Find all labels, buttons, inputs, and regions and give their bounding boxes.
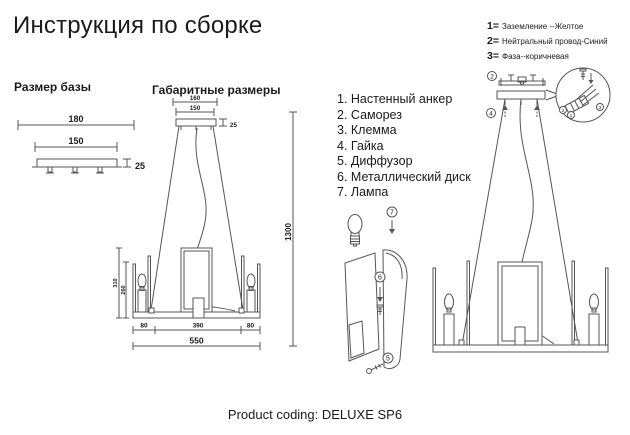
dim-label-25: 25 — [135, 161, 145, 171]
callout-wire1-number: 1 — [570, 113, 573, 119]
dimension-1300: 1300 — [284, 112, 297, 346]
part-item-nut: 4. Гайка — [337, 138, 384, 153]
legend-label: Заземление --Желтое — [501, 22, 584, 31]
dim-label-25: 25 — [230, 122, 237, 129]
part-item-diffuser: 5. Диффузор — [337, 154, 413, 168]
callout-wire2: 2 — [560, 107, 567, 114]
dim-label-260: 260 — [121, 285, 127, 294]
dim-label-150: 150 — [190, 105, 201, 112]
overall-dimensions-drawing: 160 150 25 310 260 — [113, 95, 305, 360]
diffuser-exploded-drawing: 7 6 5 — [333, 203, 425, 388]
callout-diffuser: 5 — [367, 353, 394, 374]
callout-screw-number: 2 — [490, 74, 494, 81]
part-item-lamp: 7. Лампа — [337, 185, 389, 199]
center-post — [193, 298, 204, 318]
callout-clamp: 3 — [597, 104, 604, 111]
bulb-icon — [348, 215, 362, 247]
callout-clamp-number: 3 — [599, 105, 602, 111]
overall-size-heading: Габаритные размеры — [152, 83, 281, 97]
legend-row-neutral: 2= Нейтральный провод-Синий — [487, 35, 629, 47]
part-item-anchor: 1. Настенный анкер — [337, 92, 453, 106]
assembled-lamp-drawing: 2 4 2 1 3 — [425, 55, 630, 370]
metal-disk-panels — [345, 250, 407, 369]
lamp-frame — [433, 261, 608, 352]
dimension-canopy-25: 25 — [219, 119, 237, 129]
base-size-drawing: 180 150 25 — [12, 114, 145, 191]
wiring-detail-balloon: 2 1 3 — [546, 68, 610, 122]
candle-lamp-left — [138, 274, 146, 312]
mounting-bracket — [499, 75, 545, 86]
center-post — [515, 327, 525, 345]
dimension-25: 25 — [123, 159, 145, 171]
candle-lamp-right — [247, 274, 255, 312]
base-size-heading: Размер базы — [14, 80, 91, 94]
dim-label-180: 180 — [68, 114, 83, 124]
dim-label-310: 310 — [113, 278, 119, 287]
dimension-180: 180 — [18, 114, 134, 130]
dim-label-1300: 1300 — [284, 223, 293, 241]
lamp-frame — [133, 248, 260, 318]
dim-label-160: 160 — [190, 95, 201, 102]
callout-disk: 6 — [375, 272, 385, 315]
callout-lamp-number: 7 — [390, 210, 394, 217]
callout-nut-number: 4 — [489, 111, 493, 118]
part-item-disk: 6. Металлический диск — [337, 169, 471, 184]
dim-label-550: 550 — [189, 336, 203, 346]
dimension-body-heights: 310 260 — [113, 248, 129, 318]
legend-num: 2= — [487, 35, 499, 47]
dim-label-80-left: 80 — [140, 323, 148, 330]
canopy — [176, 119, 216, 130]
candle-lamp-right — [589, 294, 599, 345]
wiring-legend: 1= Заземление --Желтое 2= Нейтральный пр… — [487, 20, 629, 65]
callout-diffuser-number: 5 — [386, 356, 390, 363]
dimension-150: 150 — [35, 136, 117, 152]
callout-wire2-number: 2 — [562, 108, 565, 114]
base-plate — [32, 159, 122, 173]
product-coding: Product coding: DELUXE SP6 — [227, 407, 403, 422]
callout-disk-number: 6 — [378, 275, 382, 282]
dim-label-80-right: 80 — [247, 323, 255, 330]
part-item-clamp: 3. Клемма — [337, 123, 397, 137]
legend-num: 3= — [487, 50, 499, 62]
legend-row-ground: 1= Заземление --Желтое — [487, 20, 629, 32]
parts-list: 1. Настенный анкер 2. Саморез 3. Клемма … — [337, 92, 471, 201]
dim-label-150: 150 — [68, 136, 83, 146]
page-title: Инструкция по сборке — [13, 12, 263, 39]
legend-label: Нейтральный провод-Синий — [501, 37, 608, 46]
candle-lamp-left — [444, 294, 454, 345]
dimension-bottom-80-390-80: 80 390 80 — [133, 323, 260, 335]
dimension-550: 550 — [133, 336, 260, 351]
legend-row-phase: 3= Фаза--коричневая — [487, 50, 629, 62]
callout-nut: 4 — [487, 109, 496, 118]
dimension-canopy-150: 150 — [176, 105, 214, 116]
callout-lamp: 7 — [387, 207, 397, 234]
legend-num: 1= — [487, 20, 499, 32]
part-item-screw: 2. Саморез — [337, 107, 402, 122]
callout-screw: 2 — [488, 72, 497, 81]
dim-label-390: 390 — [193, 323, 204, 330]
legend-label: Фаза--коричневая — [501, 52, 569, 61]
callout-wire1: 1 — [568, 112, 575, 119]
dimension-canopy-160: 160 — [173, 95, 217, 106]
